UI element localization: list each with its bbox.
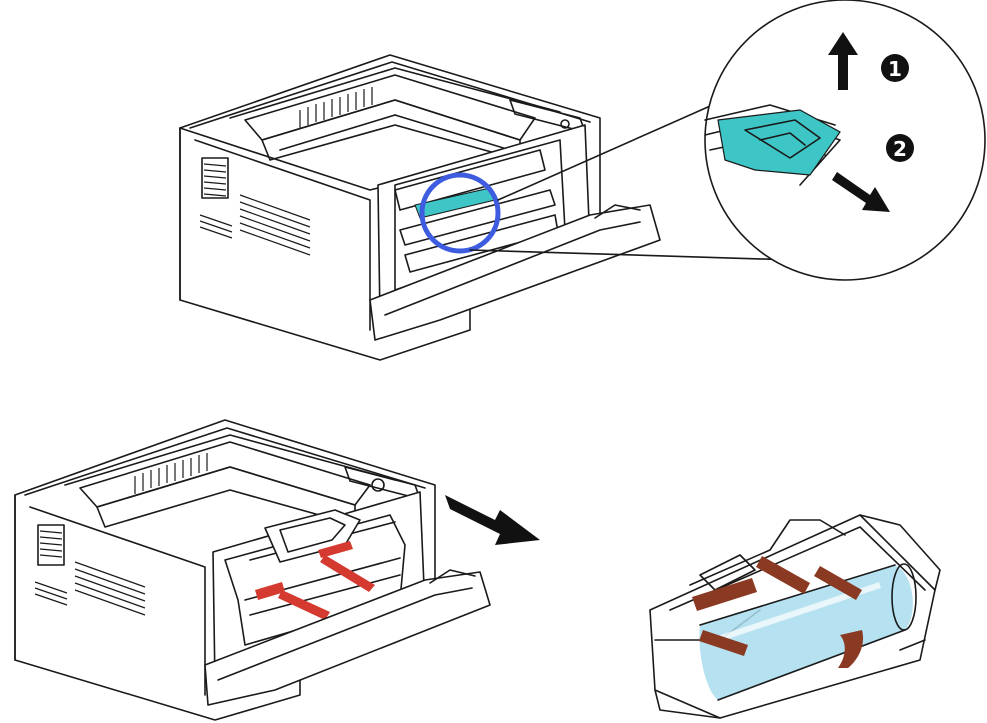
arrow-right-down-icon [445, 495, 540, 545]
drum-cylinder [699, 565, 913, 700]
lever-zoomed [717, 109, 841, 176]
step-2-badge: 2 [886, 134, 914, 162]
step-1-badge: 1 [881, 54, 909, 82]
arrow-up-icon [828, 32, 858, 90]
arrow-down-right-icon [832, 172, 890, 212]
drum-unit [649, 514, 941, 719]
highlight-circle [419, 172, 501, 254]
printer-drum-pulled [14, 419, 491, 721]
svg-text:2: 2 [893, 137, 907, 161]
svg-text:1: 1 [888, 57, 902, 81]
printer-open-front-cover [179, 54, 861, 361]
zoom-callout: 1 2 [704, 0, 986, 281]
